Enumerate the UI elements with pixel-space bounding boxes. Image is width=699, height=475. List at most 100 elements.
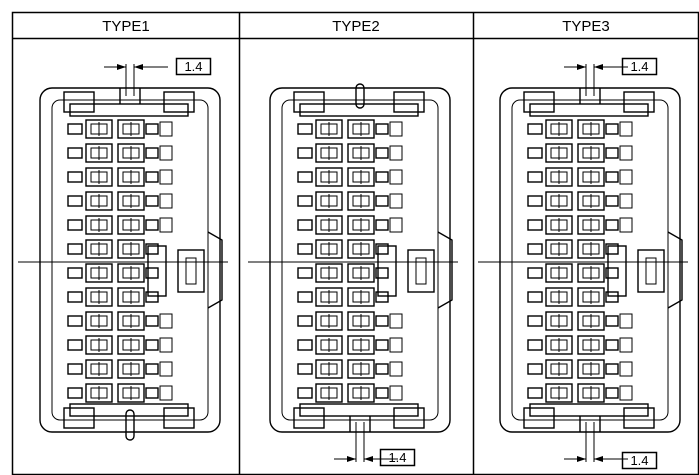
pin-cavity xyxy=(85,239,113,259)
dimension-callout-type3-top: 1.4 xyxy=(621,57,658,76)
housing-inner xyxy=(51,99,209,421)
terminal-tab-right xyxy=(375,123,389,135)
pin-cavity xyxy=(545,239,573,259)
pin-cavity-outer xyxy=(159,337,173,353)
terminal-tab-right xyxy=(145,195,159,207)
pin-cavity xyxy=(577,191,605,211)
pin-cavity xyxy=(85,215,113,235)
pin-cavity xyxy=(545,143,573,163)
latch-block xyxy=(63,407,95,429)
terminal-tab-right xyxy=(145,147,159,159)
dimension-value: 1.4 xyxy=(184,59,202,74)
terminal-tab-right xyxy=(145,363,159,375)
pin-cavity xyxy=(577,359,605,379)
pin-cavity-outer xyxy=(389,337,403,353)
pin-cavity xyxy=(347,311,375,331)
terminal-tab-left xyxy=(67,195,83,207)
connector-type2 xyxy=(248,83,458,462)
terminal-tab-right xyxy=(145,339,159,351)
latch-block xyxy=(163,407,195,429)
pin-cavity-outer xyxy=(619,193,633,209)
terminal-tab-right xyxy=(375,339,389,351)
pin-cavity xyxy=(347,287,375,307)
pin-cavity xyxy=(117,167,145,187)
terminal-tab-right xyxy=(145,123,159,135)
pin-cavity xyxy=(315,311,343,331)
terminal-tab-left xyxy=(297,195,313,207)
pin-cavity xyxy=(545,215,573,235)
pin-cavity xyxy=(117,383,145,403)
terminal-tab-left xyxy=(527,339,543,351)
side-latch xyxy=(207,231,223,309)
pin-cavity xyxy=(315,359,343,379)
pin-cavity xyxy=(577,119,605,139)
latch-window xyxy=(637,249,665,293)
terminal-tab-right xyxy=(605,123,619,135)
terminal-tab-left xyxy=(527,123,543,135)
pin-cavity-outer xyxy=(389,385,403,401)
pin-cavity-outer xyxy=(619,169,633,185)
pin-cavity xyxy=(545,311,573,331)
terminal-tab-right xyxy=(375,147,389,159)
terminal-tab-left xyxy=(527,315,543,327)
pin-cavity xyxy=(315,383,343,403)
terminal-tab-left xyxy=(67,147,83,159)
pin-cavity xyxy=(85,167,113,187)
terminal-tab-left xyxy=(67,387,83,399)
pin-cavity xyxy=(347,119,375,139)
bottom-notch xyxy=(349,416,371,432)
pin-cavity xyxy=(117,215,145,235)
pin-cavity-outer xyxy=(159,169,173,185)
dimension-callout-type1-top: 1.4 xyxy=(175,57,212,76)
terminal-tab-right xyxy=(145,315,159,327)
latch-window xyxy=(177,249,205,293)
terminal-tab-right xyxy=(375,315,389,327)
terminal-tab-right xyxy=(375,387,389,399)
terminal-tab-right xyxy=(375,171,389,183)
terminal-tab-left xyxy=(67,267,83,279)
pin-cavity xyxy=(117,143,145,163)
pin-cavity-outer xyxy=(619,337,633,353)
terminal-tab-right xyxy=(375,363,389,375)
pin-cavity-outer xyxy=(159,313,173,329)
terminal-tab-left xyxy=(527,291,543,303)
terminal-tab-left xyxy=(527,147,543,159)
pin-cavity xyxy=(315,239,343,259)
pin-cavity-outer xyxy=(389,145,403,161)
pin-cavity xyxy=(577,383,605,403)
pin-cavity xyxy=(85,191,113,211)
center-key xyxy=(377,245,397,297)
pin-cavity xyxy=(85,335,113,355)
latch-block xyxy=(63,91,95,113)
dimension-value: 1.4 xyxy=(630,453,648,468)
terminal-tab-right xyxy=(145,243,159,255)
terminal-tab-left xyxy=(67,171,83,183)
terminal-tab-right xyxy=(145,171,159,183)
dimension-value: 1.4 xyxy=(630,59,648,74)
bottom-notch xyxy=(579,416,601,432)
top-bar xyxy=(69,103,189,117)
pin-cavity xyxy=(315,287,343,307)
pin-cavity xyxy=(85,143,113,163)
pin-cavity xyxy=(545,191,573,211)
terminal-tab-right xyxy=(375,243,389,255)
pin-cavity-outer xyxy=(619,145,633,161)
pin-cavity-outer xyxy=(619,217,633,233)
bottom-pin xyxy=(125,409,135,441)
terminal-tab-left xyxy=(67,219,83,231)
latch-block xyxy=(623,91,655,113)
panel-title-type2: TYPE2 xyxy=(332,18,380,35)
terminal-tab-left xyxy=(67,315,83,327)
pin-cavity xyxy=(315,119,343,139)
terminal-tab-left xyxy=(297,171,313,183)
latch-block xyxy=(523,407,555,429)
pin-cavity xyxy=(85,359,113,379)
pin-cavity-outer xyxy=(619,313,633,329)
terminal-tab-right xyxy=(605,219,619,231)
pin-cavity xyxy=(577,239,605,259)
terminal-tab-left xyxy=(527,387,543,399)
pin-cavity xyxy=(315,191,343,211)
terminal-tab-left xyxy=(297,387,313,399)
pin-cavity xyxy=(545,335,573,355)
top-pin xyxy=(355,83,365,109)
